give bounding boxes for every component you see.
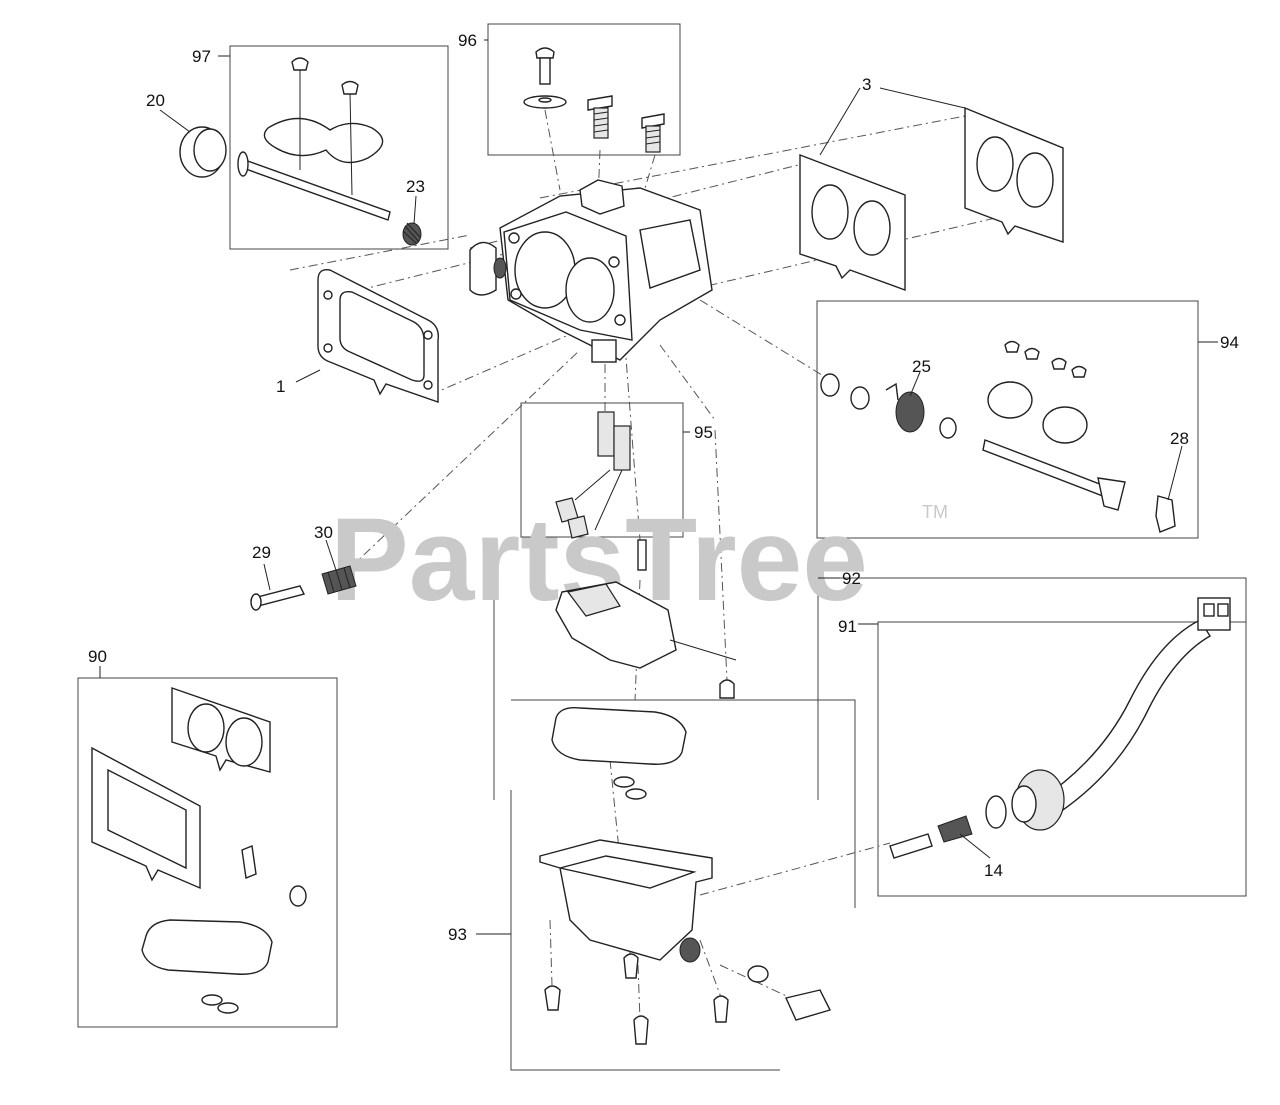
kit-box-91 [877,621,1247,897]
callout-3: 3 [862,75,871,94]
callout-94: 94 [1220,333,1239,352]
part-3-gaskets [799,106,1064,291]
carburetor-body [469,179,713,363]
kit-box-97 [229,45,449,250]
part-95-jet-kit [555,411,631,539]
part-1-gasket [317,269,439,403]
callout-labels: 97 96 20 23 3 1 94 25 28 95 29 30 92 91 … [88,31,1239,944]
part-93-float-bowl [539,839,832,1045]
kit-box-90 [77,677,338,1028]
kit-box-93 [510,699,856,1071]
part-97-throttle-shaft-kit [237,57,391,221]
watermark-trademark: TM [922,502,948,522]
float [555,539,737,699]
callout-90: 90 [88,647,107,666]
kit-box-92 [493,577,1247,800]
part-23-spring [402,222,422,246]
callout-30: 30 [314,523,333,542]
callout-92: 92 [842,569,861,588]
callout-91: 91 [838,617,857,636]
part-94-choke-shaft-kit [820,340,1176,533]
callout-29: 29 [252,543,271,562]
callout-20: 20 [146,91,165,110]
kit-box-94 [816,300,1199,539]
part-20-seal-ring [179,126,227,178]
callout-97: 97 [192,47,211,66]
callout-25: 25 [912,357,931,376]
callout-93: 93 [448,925,467,944]
part-96-screw-kit [523,47,665,153]
callout-96: 96 [458,31,477,50]
callout-28: 28 [1170,429,1189,448]
part-91-fuel-solenoid [889,597,1231,859]
kit-box-95 [520,402,684,538]
callout-14: 14 [984,861,1003,880]
callout-1: 1 [276,377,285,396]
callout-23: 23 [406,177,425,196]
kit-box-96 [487,23,681,156]
bowl-gasket [551,707,687,800]
part-30-spring [321,565,357,595]
leader-lines [99,39,1218,935]
part-29-idle-screw [250,585,306,611]
part-90-gasket-kit [91,687,307,1014]
callout-95: 95 [694,423,713,442]
